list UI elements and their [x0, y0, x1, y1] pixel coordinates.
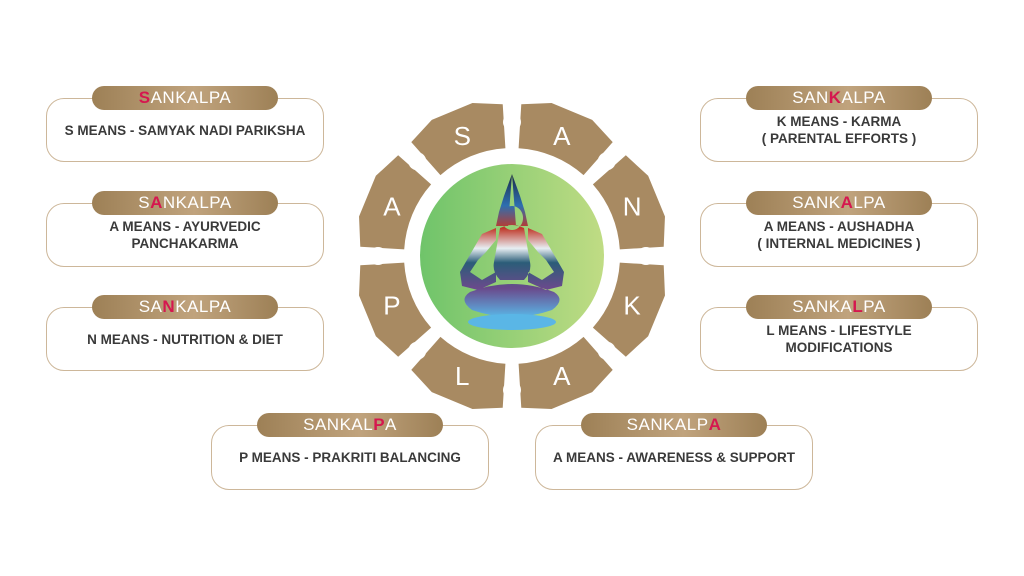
wheel-letter: A — [553, 121, 571, 151]
wheel-letters: S A N K A L P A — [383, 121, 641, 391]
wheel-letter: A — [383, 191, 401, 221]
wheel-segment — [592, 155, 665, 250]
wheel-segment — [411, 336, 506, 409]
wheel-letter: A — [553, 361, 571, 391]
segment-gap — [503, 113, 521, 131]
wheel-segment — [592, 262, 665, 357]
wheel-segment — [518, 336, 613, 409]
wheel-segment — [411, 103, 506, 176]
segment-gap — [369, 247, 387, 265]
segment-gap — [597, 152, 616, 171]
wheel-segment — [359, 262, 432, 357]
segment-gap — [503, 381, 521, 399]
segment-gap — [408, 341, 427, 360]
wheel-letter: P — [383, 291, 400, 321]
wheel-letter: L — [455, 361, 469, 391]
segment-gap — [408, 152, 427, 171]
meditation-figure-icon — [460, 174, 564, 330]
segment-gap — [597, 341, 616, 360]
wheel-letter: N — [623, 191, 642, 221]
card-box: P MEANS - PRAKRITI BALANCING — [211, 425, 489, 490]
wheel-segment — [518, 103, 613, 176]
wheel-segments — [359, 103, 665, 409]
wheel-segment — [359, 155, 432, 250]
wheel-letter: K — [623, 291, 641, 321]
wheel-letter: S — [454, 121, 471, 151]
segment-gap — [637, 247, 655, 265]
